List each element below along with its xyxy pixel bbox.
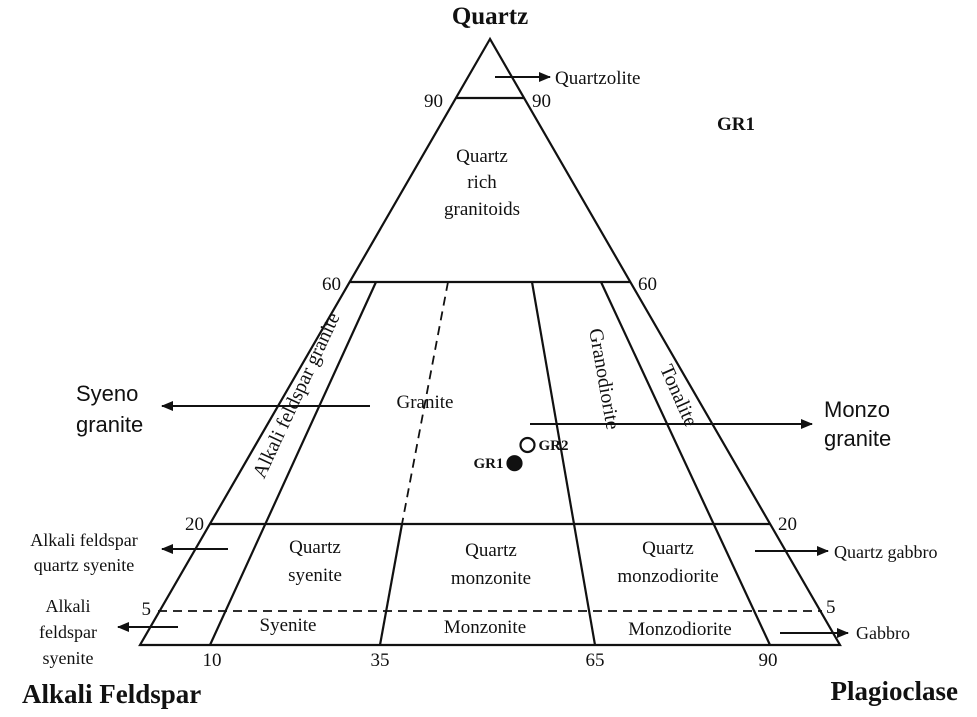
field-quartz-syenite-1: Quartz [289,537,341,558]
field-quartz-syenite-2: syenite [288,565,342,586]
field-quartz-rich-1: Quartz [456,146,508,167]
tick-right-20: 20 [778,514,797,535]
sample-point-gr1 [506,455,523,472]
tick-left-60: 60 [322,274,341,295]
ternary-outline [138,36,842,647]
field-quartz-rich-2: rich [467,172,497,193]
tick-left-90: 90 [424,91,443,112]
vertex-plagioclase-label: Plagioclase [831,676,958,706]
label-quartz-gabbro: Quartz gabbro [834,542,937,562]
field-quartz-rich-3: granitoids [444,199,520,220]
label-quartzolite: Quartzolite [555,68,640,89]
sample-point-gr2 [519,436,536,454]
label-monzo-granite-1: Monzo [824,397,890,422]
sample-label-gr1: GR1 [474,456,504,472]
tick-right-5: 5 [826,597,836,618]
label-alkali-feldspar-syenite-1: Alkali [46,596,91,616]
field-syenite: Syenite [260,615,317,636]
tick-right-60: 60 [638,274,657,295]
boundary-65 [530,281,597,646]
field-quartz-monzodiorite-2: monzodiorite [617,566,718,587]
tick-left-5: 5 [142,599,152,620]
field-monzodiorite: Monzodiorite [628,619,731,640]
sample-points: GR1 GR2 [474,436,569,472]
boundary-35-dashed [401,281,449,525]
label-syeno-granite-2: granite [76,412,143,437]
field-quartz-monzonite-2: monzonite [451,568,531,589]
tick-bottom-35: 35 [371,650,390,671]
tick-bottom-90: 90 [759,650,778,671]
tick-bottom-10: 10 [203,650,222,671]
label-alkali-feldspar-quartz-syenite-1: Alkali feldspar [30,530,137,550]
boundary-35 [378,523,404,646]
field-monzonite: Monzonite [444,617,526,638]
sample-label-gr2: GR2 [539,438,569,454]
tick-left-20: 20 [185,514,204,535]
boundary-10 [208,281,378,646]
label-monzo-granite-2: granite [824,426,891,451]
field-quartz-monzodiorite-1: Quartz [642,538,694,559]
field-quartz-monzonite-1: Quartz [465,540,517,561]
label-syeno-granite-1: Syeno [76,381,138,406]
vertex-quartz-label: Quartz [452,3,528,30]
label-alkali-feldspar-syenite-2: feldspar [39,622,97,642]
tick-bottom-65: 65 [586,650,605,671]
legend-gr1-label: GR1 [717,114,755,135]
field-granodiorite: Granodiorite [584,327,623,432]
label-gabbro: Gabbro [856,623,910,643]
label-alkali-feldspar-syenite-3: syenite [43,648,94,668]
field-granite: Granite [397,392,454,413]
boundary-90 [600,281,771,646]
vertex-alkali-feldspar-label: Alkali Feldspar [22,679,201,709]
tick-right-90: 90 [532,91,551,112]
label-alkali-feldspar-quartz-syenite-2: quartz syenite [34,555,134,575]
